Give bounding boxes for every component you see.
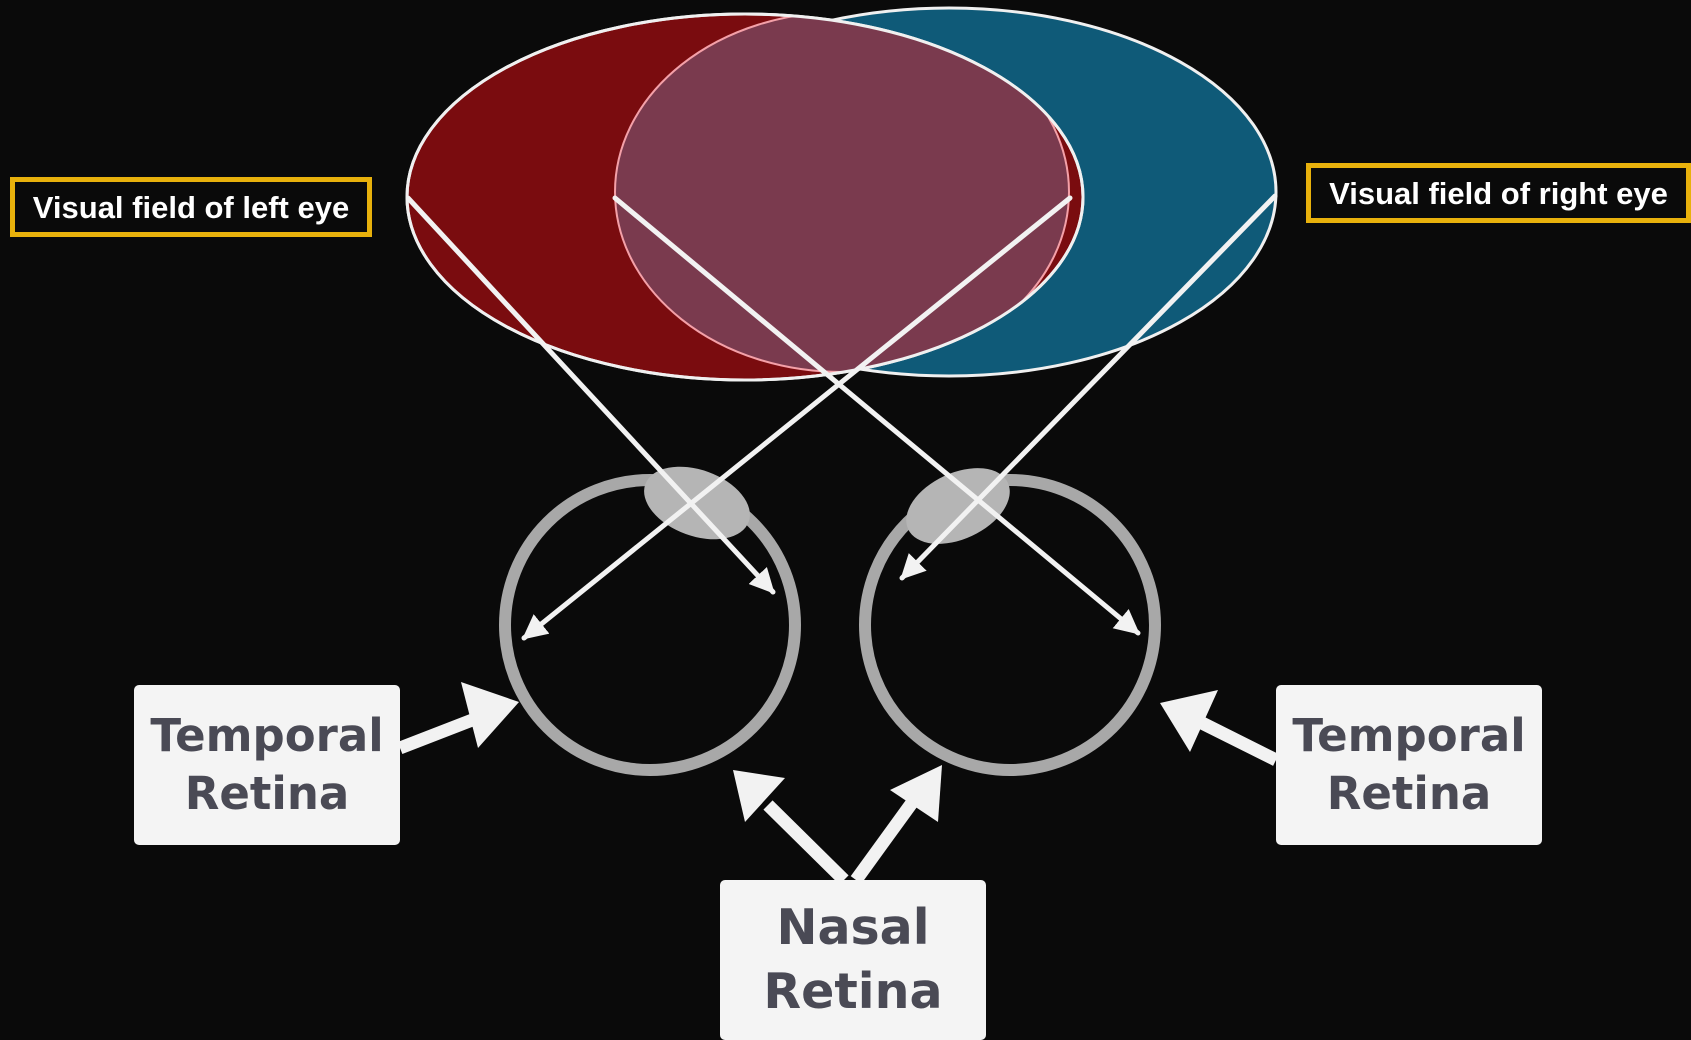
nasal-left-pointer-shaft bbox=[763, 800, 849, 885]
nasal-right-pointer-head bbox=[890, 765, 942, 822]
temporal-retina-left-label: Temporal Retina bbox=[134, 685, 400, 845]
temporal-right-pointer-shaft bbox=[1197, 716, 1279, 766]
right-eye-lens bbox=[906, 468, 1010, 544]
nasal-right-pointer-shaft bbox=[850, 796, 920, 884]
temporal-left-pointer-shaft bbox=[397, 710, 483, 755]
temporal-right-line1: Temporal bbox=[1292, 709, 1526, 762]
temporal-left-pointer-head bbox=[461, 682, 519, 748]
ray-left-field-to-left-eye bbox=[405, 195, 776, 595]
ray-right-field-to-right-eye bbox=[899, 193, 1278, 581]
right-eye bbox=[859, 474, 1161, 776]
nasal-line1: Nasal bbox=[776, 899, 930, 956]
ray-overlap-to-right-eye bbox=[612, 195, 1141, 636]
temporal-right-line2: Retina bbox=[1326, 767, 1492, 820]
temporal-left-line1: Temporal bbox=[150, 709, 384, 762]
left-visual-field-label: Visual field of left eye bbox=[10, 177, 372, 237]
temporal-retina-right-label: Temporal Retina bbox=[1276, 685, 1542, 845]
nasal-left-pointer-head bbox=[733, 770, 785, 822]
ray-overlap-to-left-eye bbox=[521, 195, 1073, 641]
temporal-left-line2: Retina bbox=[184, 767, 350, 820]
left-eye-lens bbox=[644, 466, 750, 540]
right-visual-field-label: Visual field of right eye bbox=[1306, 163, 1691, 223]
binocular-overlap-field bbox=[615, 14, 1069, 372]
nasal-line2: Retina bbox=[763, 963, 943, 1020]
temporal-right-pointer-head bbox=[1160, 690, 1218, 752]
nasal-retina-label: Nasal Retina bbox=[720, 880, 986, 1040]
left-eye bbox=[499, 474, 801, 776]
